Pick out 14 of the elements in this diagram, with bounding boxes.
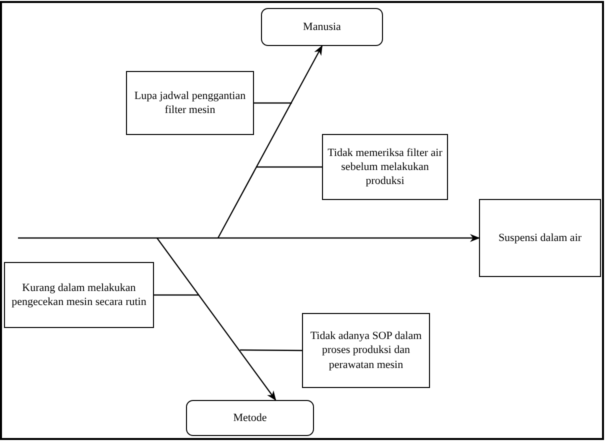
leader-line xyxy=(256,166,322,168)
cause-box: Tidak adanya SOP dalam proses produksi dan perawatan mesin xyxy=(302,313,430,388)
arrow xyxy=(217,45,323,238)
arrow xyxy=(18,234,480,242)
cause-box: Tidak memeriksa filter air sebelum melakukan produksi xyxy=(322,134,448,200)
cause-box: Lupa jadwal penggantian filter mesin xyxy=(126,71,254,135)
effect-box: Suspensi dalam air xyxy=(479,199,601,277)
arrow xyxy=(156,238,276,401)
cause-box: Kurang dalam melakukan pengecekan mesin secara rutin xyxy=(4,262,154,328)
leader-line xyxy=(240,349,302,352)
category-box: Manusia xyxy=(261,8,383,46)
category-box: Metode xyxy=(186,400,314,436)
leader-line xyxy=(254,102,292,104)
leader-line xyxy=(154,294,199,296)
